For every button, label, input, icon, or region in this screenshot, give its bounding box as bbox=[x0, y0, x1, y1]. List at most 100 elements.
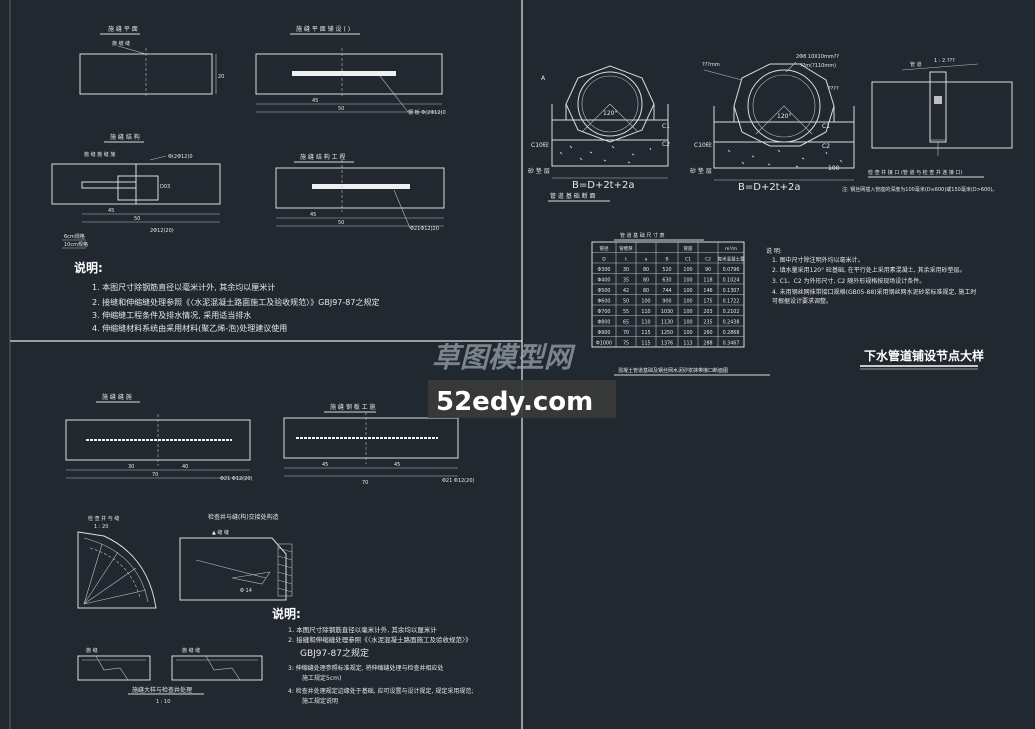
table-cell: 42 bbox=[623, 288, 629, 294]
dim-45b: 45 bbox=[108, 208, 114, 214]
lower-note-4: 3: 伸缩缝处理参照标准规定, 将伸缩缝处理与检查井相应处 bbox=[288, 664, 444, 672]
joint-section-left-label: 施 缝 结 构 bbox=[110, 133, 140, 141]
far-right-label: 检 查 井 接 口 (管 道 与 检 查 井 连 接 口) bbox=[868, 169, 963, 176]
sheet-title: 下水管道铺设节点大样 bbox=[864, 348, 984, 363]
slab-mark2: Φ 14 bbox=[240, 588, 252, 594]
pipe-note-line-2: 2. 填水量采用120° 砼基础, 在平行处上采用素混凝土, 其余采用砂垫层。 bbox=[772, 266, 966, 274]
table-cell: 55 bbox=[623, 309, 629, 315]
table-head-group: m³/m bbox=[725, 246, 737, 252]
table-cell: 100 bbox=[683, 278, 692, 284]
table-cell: 0.3467 bbox=[723, 341, 740, 347]
watermark-cn: 草图模型网 bbox=[432, 341, 576, 374]
dim-45: 45 bbox=[312, 98, 318, 104]
joint-plan-left-label: 施 缝 平 面 bbox=[108, 25, 138, 33]
table-head: B bbox=[665, 257, 668, 263]
pipe-note-3: ???? bbox=[828, 86, 839, 92]
dim-50c: 50 bbox=[338, 220, 344, 226]
rebar-label-b: 钢 板 Φ(2Φ12)0 bbox=[408, 109, 446, 116]
manhole-slab-detail: 检查井与缝(构)交接处构造 ▲ 缝 缝 Φ 14 bbox=[179, 513, 293, 601]
lower-note-5: 施工规定5cm) bbox=[302, 674, 341, 682]
c10-mid: C10砼 bbox=[694, 141, 712, 149]
table-cell: Φ400 bbox=[598, 278, 611, 284]
table-cell: 30 bbox=[623, 267, 629, 273]
small-joint-details: 施 缝 施 缝 缝 施缝大样与检查井处理 1 : 10 bbox=[77, 647, 263, 705]
dim-50: 50 bbox=[338, 106, 344, 112]
manhole-tag: 管 道 bbox=[910, 61, 922, 68]
table-cell: Φ300 bbox=[598, 267, 611, 273]
corner-title: 检 查 井 与 缝 bbox=[88, 515, 119, 522]
watermark: 草图模型网 52edy.com bbox=[428, 341, 616, 418]
lower-note-6: 4: 检查井处理规定边缘处于基础, 应可设置与设计规定, 规定采用规范; bbox=[288, 687, 473, 695]
corner-sub-label: 检查井与缝(构)交接处构造 bbox=[208, 513, 279, 521]
joint-plan-right: 施 缝 平 面 铺 设 ( ) 45 50 钢 板 Φ(2Φ12)0 bbox=[255, 25, 446, 116]
c2-mid: C2 bbox=[822, 143, 830, 150]
table-cell: 0.2868 bbox=[723, 330, 740, 336]
joint-bottom-left: 施 缝 缝 施 30 40 70 Φ21 Φ12(20) bbox=[65, 393, 252, 482]
table-cell: 50 bbox=[623, 299, 629, 305]
pipe-note-line-5: 可根据设计要求调整。 bbox=[772, 297, 832, 305]
table-cell: 0.1722 bbox=[723, 299, 740, 305]
table-head: D bbox=[602, 257, 606, 263]
bottom-rebar-left: Φ21 Φ12(20) bbox=[220, 476, 252, 482]
c1-left: C1 bbox=[662, 123, 670, 130]
corner-scale: 1 : 20 bbox=[94, 524, 108, 530]
dim-50b: 50 bbox=[134, 216, 140, 222]
table-cell: 0.2102 bbox=[723, 309, 740, 315]
slab-mark: ▲ 缝 缝 bbox=[212, 529, 229, 536]
pipe-mid-tag: ???mm bbox=[702, 62, 720, 68]
table-cell: 115 bbox=[641, 330, 650, 336]
table-head: 每米混凝土量 bbox=[718, 256, 745, 263]
table-head-group: 管座 bbox=[684, 245, 693, 252]
note-3: 3. 伸缩缝工程条件及排水情况, 采用适当排水 bbox=[92, 310, 251, 320]
rebar-label-d: Φ21Φ12)20 bbox=[410, 226, 439, 232]
lower-note-2: 2. 接缝和伸缩缝处理参照《〈水泥混凝土路面施工及验收规范〉》 bbox=[288, 635, 472, 644]
table-cell: 900 bbox=[662, 299, 671, 305]
table-head-group: 管壁厚 bbox=[619, 245, 633, 252]
table-cell: Φ1000 bbox=[596, 341, 612, 347]
bdim-40: 40 bbox=[182, 464, 188, 470]
pipe-note-2: ??m(?110mm) bbox=[800, 63, 836, 69]
table-cell: 80 bbox=[643, 267, 649, 273]
c10-left: C10砼 bbox=[531, 141, 549, 149]
lower-note-3: GBJ97-87之规定 bbox=[300, 647, 369, 659]
table-cell: 100 bbox=[683, 309, 692, 315]
table-cell: 0.2438 bbox=[723, 320, 740, 326]
joint-section-left-note1: 6cm规格 bbox=[64, 233, 85, 240]
watermark-url: 52edy.com bbox=[436, 387, 593, 417]
table-cell: 118 bbox=[703, 278, 712, 284]
pipe-left-tag: A bbox=[541, 75, 546, 82]
dim-45c: 45 bbox=[310, 212, 316, 218]
table-cell: Φ800 bbox=[598, 320, 611, 326]
table-head: C2 bbox=[705, 257, 711, 263]
formula-mid: B=D+2t+2a bbox=[738, 182, 800, 193]
table-cell: 100 bbox=[683, 288, 692, 294]
far-right-scale: 1 : 2.??? bbox=[934, 58, 955, 64]
table-cell: 260 bbox=[703, 330, 712, 336]
lower-note-1: 1. 本图尺寸除钢筋直径以毫米计外, 其余均以厘米计 bbox=[288, 625, 437, 634]
joint-dim-a-val: 20 bbox=[218, 74, 224, 80]
section-label-left: 管 道 基 础 断 面 bbox=[550, 192, 596, 200]
table-cell: 0.0796 bbox=[723, 267, 740, 273]
table-cell: 146 bbox=[703, 288, 712, 294]
rebar-label-e: 2Φ12(20) bbox=[150, 228, 174, 234]
small-detail-label: 施缝大样与检查井处理 bbox=[132, 686, 192, 694]
pipe-notes-heading: 说 明: bbox=[766, 247, 782, 255]
pipe-note-1: 2Φ8 10X10mm?? bbox=[796, 54, 839, 60]
pipe-note-line-4: 4. 未用钢丝网抹带接口规格(GB05-88)采用钢丝网水泥砂浆标准规定, 施工… bbox=[772, 288, 976, 296]
note-2: 2. 接缝和伸缩缝处理参照《〈水泥混凝土路面施工及验收规范〉》GBJ97-87之… bbox=[92, 297, 379, 307]
table-cell: 110 bbox=[641, 320, 650, 326]
angle-left: 120° bbox=[603, 110, 617, 117]
table-cell: 744 bbox=[662, 288, 671, 294]
pipe-note-line-1: 1. 图中尺寸除注明外均以毫米计。 bbox=[772, 256, 864, 264]
manhole-connection: 1 : 2.??? 检 查 井 接 口 (管 道 与 检 查 井 连 接 口) … bbox=[842, 58, 1013, 193]
table-head-group: 管径 bbox=[600, 245, 609, 252]
sand-left: 砂 垫 层 bbox=[528, 167, 550, 175]
table-cell: 520 bbox=[662, 267, 671, 273]
bdim-70b: 70 bbox=[362, 480, 368, 486]
top-left-notes: 说明: 1. 本图尺寸除钢筋直径以毫米计外, 其余均以厘米计 2. 接缝和伸缩缝… bbox=[74, 260, 379, 333]
table-cell: 288 bbox=[703, 341, 712, 347]
small-detail-mark2: 施 缝 缝 bbox=[182, 647, 200, 654]
table-cell: 1130 bbox=[661, 320, 673, 326]
